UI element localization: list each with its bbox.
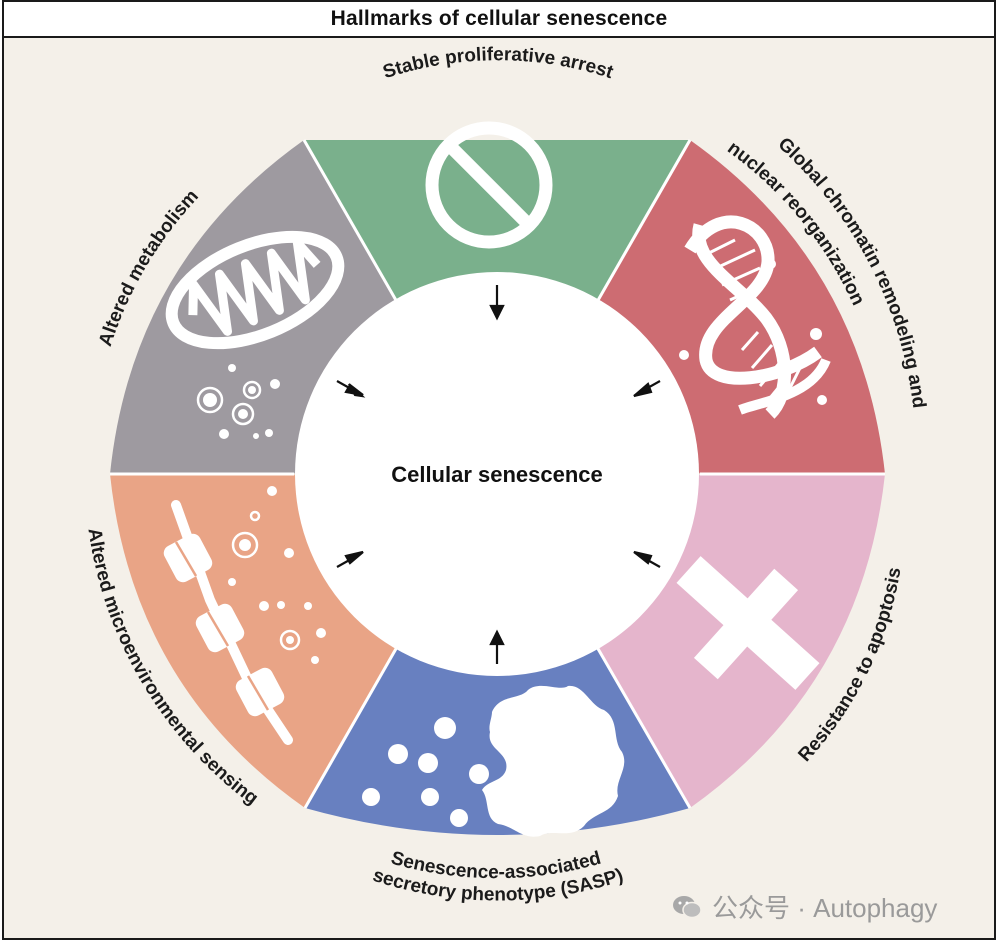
arrow-down-icon [489, 285, 505, 321]
center-circle [295, 272, 699, 676]
membrane-receptor-icon [163, 486, 326, 745]
segment-dividers [110, 139, 885, 809]
figure-title: Hallmarks of cellular senescence [4, 2, 994, 38]
segment-proliferative-arrest [304, 140, 690, 302]
arrow-upper-right-icon [336, 550, 364, 568]
wechat-icon [673, 895, 702, 918]
dna-helix-icon [679, 215, 831, 419]
arrow-up-icon [489, 629, 505, 664]
arrow-upper-left-icon [633, 550, 661, 568]
mitochondrion-icon [165, 230, 345, 439]
prohibition-icon [425, 121, 553, 249]
secreting-cell-icon [362, 685, 625, 837]
arrow-lower-left-icon [633, 380, 661, 398]
arrow-lower-right-icon [336, 380, 366, 398]
watermark: 公众号 · Autophagy [672, 888, 937, 925]
inward-arrows [336, 285, 661, 664]
label-proliferative-arrest: Stable proliferative arrest [380, 44, 616, 83]
center-label: Cellular senescence [391, 462, 603, 487]
cross-icon [676, 556, 820, 690]
watermark-text: 公众号 · Autophagy [712, 893, 938, 923]
